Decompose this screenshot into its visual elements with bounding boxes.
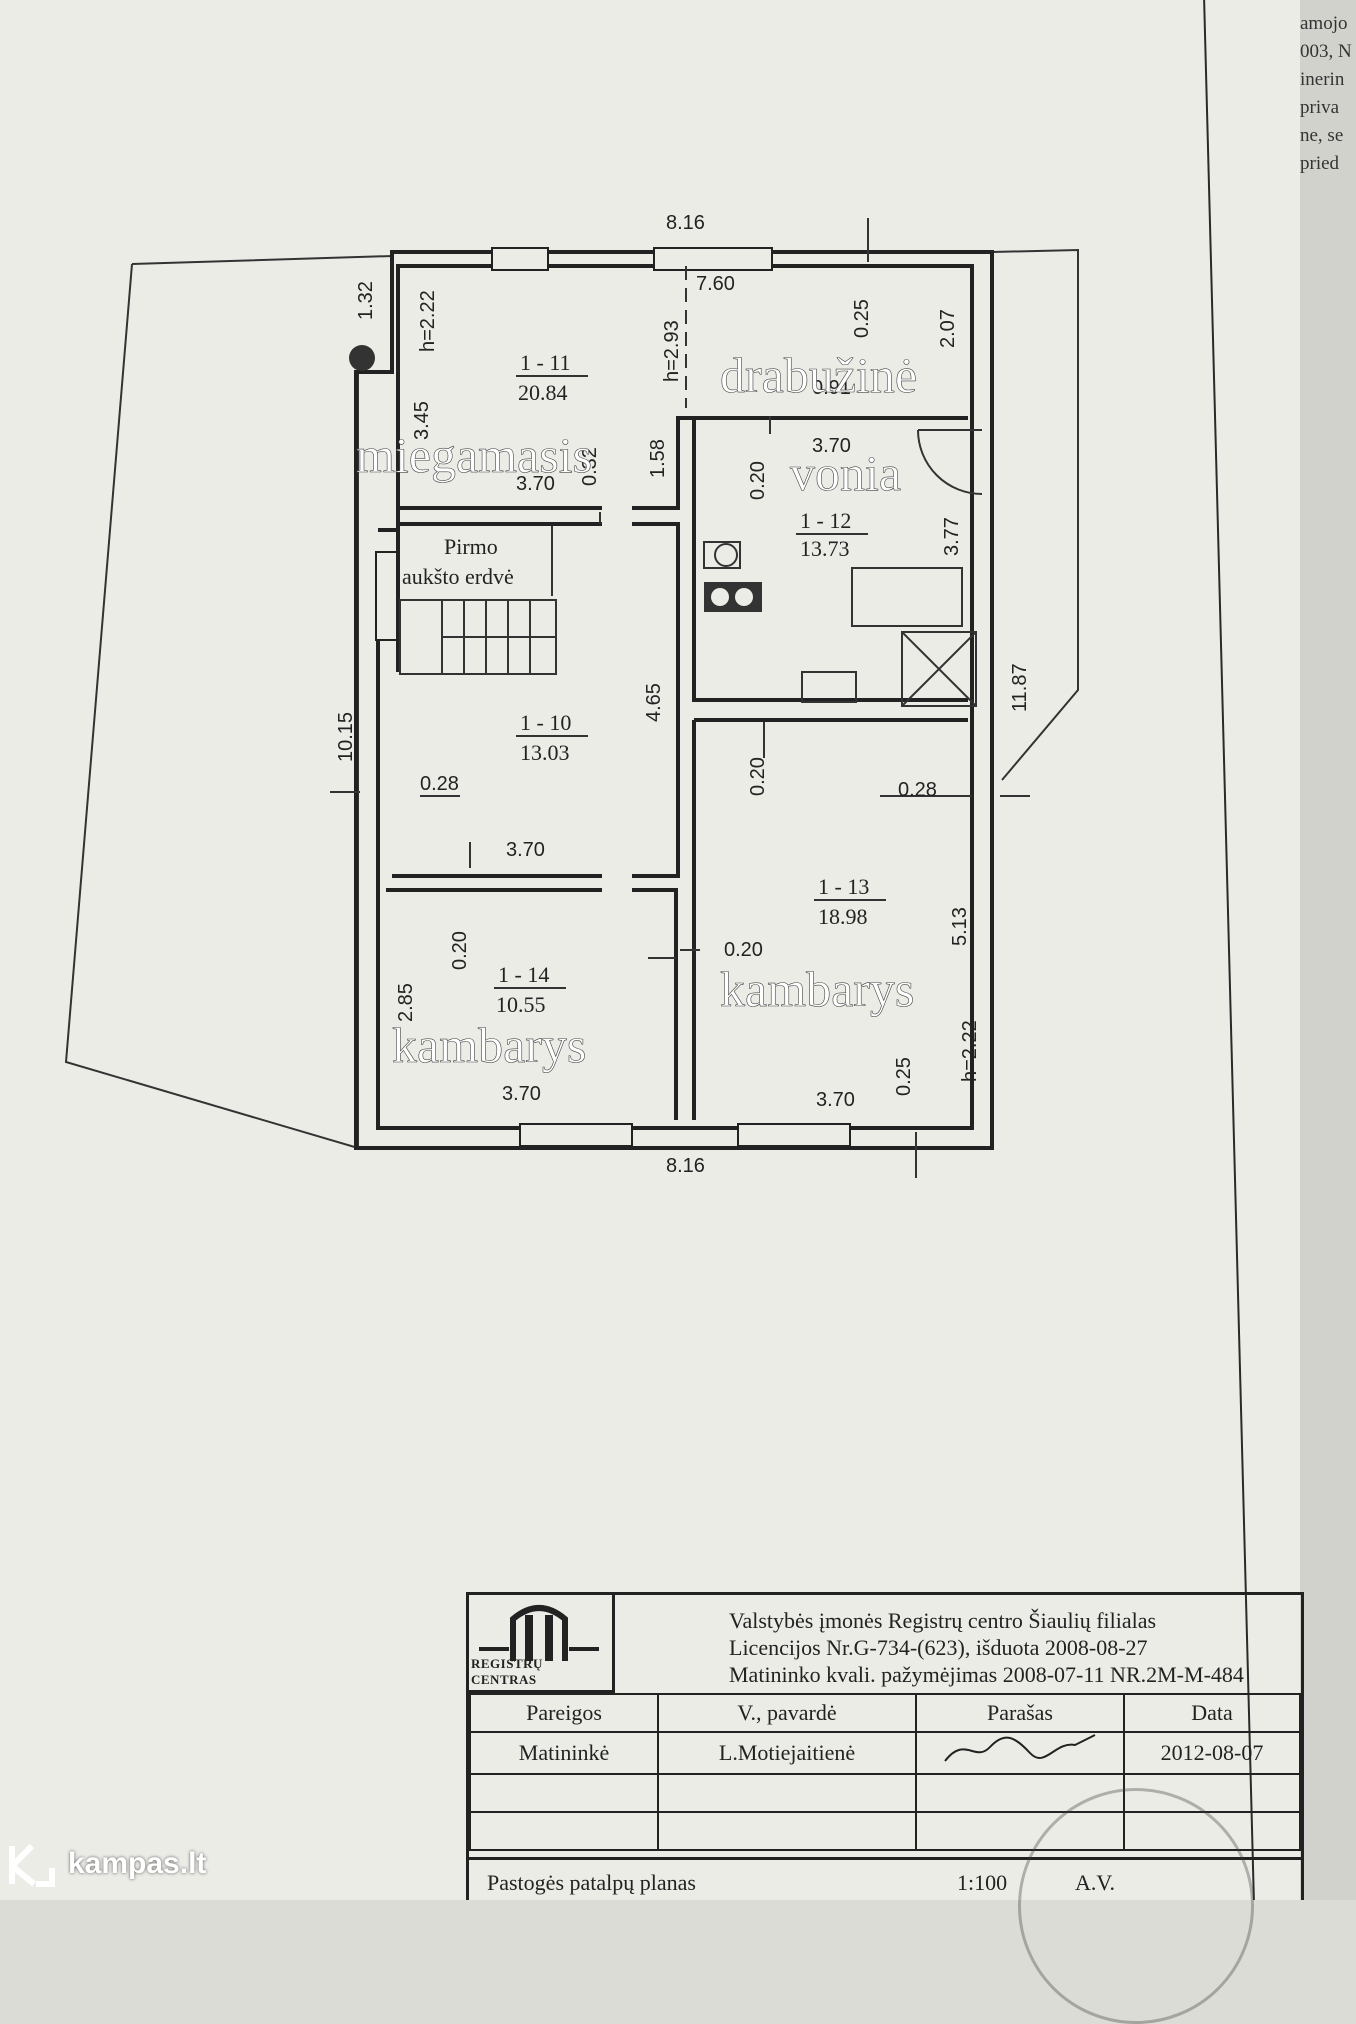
dim-020-room13: 0.20 bbox=[747, 757, 769, 796]
room-label-13: 1 - 13 18.98 bbox=[814, 874, 886, 929]
svg-text:1 - 14: 1 - 14 bbox=[498, 962, 549, 987]
dim-370-room11: 3.70 bbox=[516, 473, 555, 495]
floor-plan: 8.16 8.16 7.60 10.15 11.87 1.32 3.45 0.2… bbox=[64, 212, 1079, 1178]
window-top-1 bbox=[491, 247, 549, 271]
person-cell: L.Motiejaitienė bbox=[657, 1731, 917, 1775]
svg-text:1 - 10: 1 - 10 bbox=[520, 710, 571, 735]
room-label-14: 1 - 14 10.55 bbox=[494, 962, 566, 1017]
dim-room11-height: 3.45 bbox=[411, 401, 433, 440]
kampas-watermark: kampas.lt bbox=[6, 1838, 206, 1890]
staircase bbox=[399, 526, 557, 675]
dim-377: 3.77 bbox=[941, 517, 963, 556]
dim-370-room14: 3.70 bbox=[502, 1083, 541, 1105]
wall-room-14 bbox=[386, 888, 678, 1120]
svg-text:13.73: 13.73 bbox=[800, 536, 850, 561]
dim-158: 1.58 bbox=[647, 439, 669, 478]
dim-left-total: 10.15 bbox=[335, 712, 357, 762]
plan-title: Pastogės patalpų planas bbox=[487, 1870, 696, 1895]
height-room11: h=2.22 bbox=[417, 290, 439, 352]
logo-text: REGISTRŲ CENTRAS bbox=[471, 1656, 543, 1687]
dim-370-room10: 3.70 bbox=[506, 839, 545, 861]
room-label-10: 1 - 10 13.03 bbox=[516, 710, 588, 765]
room-label-12: 1 - 12 13.73 bbox=[796, 508, 868, 561]
dim-width-bottom: 8.16 bbox=[666, 1155, 705, 1177]
dim-025-top: 0.25 bbox=[851, 299, 873, 338]
building-logo-icon bbox=[479, 1605, 599, 1661]
wall-room-10 bbox=[392, 522, 680, 878]
stair-label-line2: aukšto erdvė bbox=[402, 564, 514, 589]
window-bottom-1 bbox=[519, 1123, 633, 1147]
window-top-2 bbox=[653, 247, 773, 271]
svg-text:1 - 13: 1 - 13 bbox=[818, 874, 869, 899]
height-mid: h=2.93 bbox=[661, 320, 683, 382]
svg-text:1 - 11: 1 - 11 bbox=[520, 350, 571, 375]
chimney-icon bbox=[349, 345, 375, 371]
title-block: REGISTRŲ CENTRAS Valstybės įmonės Regist… bbox=[466, 1592, 1304, 1900]
room-label-11: 1 - 11 20.84 bbox=[516, 350, 588, 405]
svg-text:13.03: 13.03 bbox=[520, 740, 570, 765]
roof-outline bbox=[64, 254, 393, 1150]
col-parasas: Parašas bbox=[915, 1693, 1125, 1733]
dim-028-right: 0.28 bbox=[898, 779, 937, 801]
dim-inner-top: 7.60 bbox=[696, 273, 735, 295]
paper-sheet bbox=[0, 0, 1300, 1900]
dim-020-mid: 0.20 bbox=[724, 939, 763, 961]
role-cell: Matininkė bbox=[469, 1731, 659, 1775]
stair-label-line1: Pirmo bbox=[444, 534, 498, 559]
dim-025-room13: 0.25 bbox=[893, 1057, 915, 1096]
signature-cell bbox=[915, 1731, 1125, 1775]
svg-text:10.55: 10.55 bbox=[496, 992, 546, 1017]
svg-text:18.98: 18.98 bbox=[818, 904, 868, 929]
overlay-vonia: vonia bbox=[790, 445, 901, 501]
underlying-page-edge bbox=[1300, 0, 1356, 1900]
bathroom-fixtures bbox=[703, 429, 983, 707]
dim-091: 0.91 bbox=[812, 377, 851, 399]
overlay-kambarys-14: kambarys bbox=[392, 1017, 586, 1073]
kampas-logo-icon bbox=[9, 1843, 55, 1887]
col-data: Data bbox=[1123, 1693, 1301, 1733]
col-pareigos: Pareigos bbox=[469, 1693, 659, 1733]
kampas-brand-text: kampas.lt bbox=[68, 1847, 207, 1880]
overlay-kambarys-13: kambarys bbox=[720, 961, 914, 1017]
dim-020-room12: 0.20 bbox=[747, 461, 769, 500]
dimension-lines bbox=[330, 218, 1030, 1178]
dim-465: 4.65 bbox=[643, 683, 665, 722]
dim-width-top: 8.16 bbox=[666, 212, 705, 234]
dim-020-room14: 0.20 bbox=[449, 931, 471, 970]
roof-outline-right bbox=[991, 248, 1079, 781]
header-line-1: Valstybės įmonės Registrų centro Šiaulių… bbox=[729, 1608, 1157, 1633]
dim-right-total: 11.87 bbox=[1009, 663, 1031, 712]
dim-513: 5.13 bbox=[949, 907, 971, 946]
dim-028-left: 0.28 bbox=[420, 773, 459, 795]
date-cell: 2012-08-07 bbox=[1123, 1731, 1301, 1775]
header-line-3: Matininko kvali. pažymėjimas 2008-07-11 … bbox=[729, 1662, 1244, 1687]
dim-032: 0.32 bbox=[579, 447, 601, 486]
plan-scale: 1:100 bbox=[957, 1870, 1008, 1895]
svg-text:1 - 12: 1 - 12 bbox=[800, 508, 851, 533]
header-line-2: Licencijos Nr.G-734-(623), išduota 2008-… bbox=[729, 1635, 1148, 1660]
svg-text:20.84: 20.84 bbox=[518, 380, 568, 405]
title-block-header: Valstybės įmonės Registrų centro Šiaulių… bbox=[729, 1607, 1244, 1688]
overlay-drabuzine: drabužinė bbox=[720, 347, 917, 403]
wall-room-12-13 bbox=[692, 418, 968, 1120]
dim-285: 2.85 bbox=[395, 983, 417, 1022]
signature-mark bbox=[944, 1734, 1096, 1762]
dim-370-room13: 3.70 bbox=[816, 1089, 855, 1111]
window-left bbox=[375, 551, 399, 641]
height-room13: h=2.22 bbox=[959, 1020, 981, 1082]
window-bottom-2 bbox=[737, 1123, 851, 1147]
dim-207: 2.07 bbox=[937, 309, 959, 348]
dim-corner: 1.32 bbox=[355, 281, 377, 320]
overlay-miegamasis: miegamasis bbox=[356, 427, 592, 483]
registru-centras-logo: REGISTRŲ CENTRAS bbox=[469, 1595, 615, 1693]
col-name: V., pavardė bbox=[657, 1693, 917, 1733]
dim-370-room12: 3.70 bbox=[812, 435, 851, 457]
wall-room-11 bbox=[398, 416, 968, 510]
stamp-seal bbox=[1018, 1788, 1254, 2024]
